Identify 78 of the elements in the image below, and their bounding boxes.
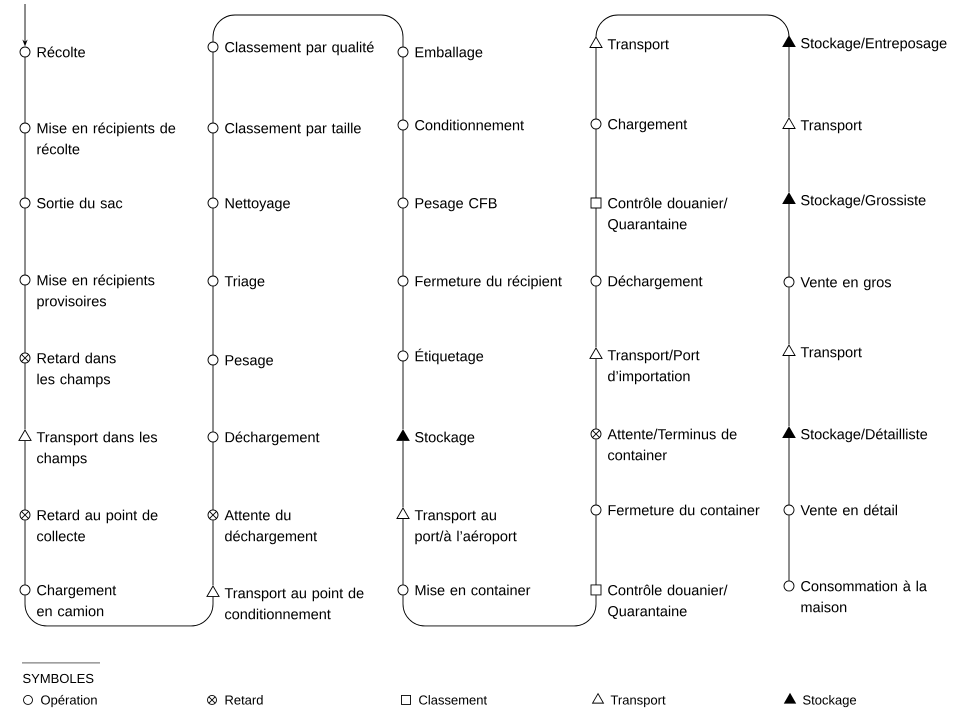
step-label: Pesage CFB: [416, 198, 497, 212]
flow-line: [788, 204, 790, 277]
step-label: Retard dans les champs: [37, 352, 116, 388]
flow-line: [402, 594, 596, 626]
flow-line: [24, 208, 26, 275]
step-label: Contrôle douanier/ Quarantaine: [608, 198, 728, 232]
step-label: Stockage: [415, 432, 474, 446]
step-label: Fermeture du récipient: [416, 276, 562, 290]
flow-line: [24, 56, 26, 123]
step-label: Transport: [800, 347, 862, 360]
step-label: Attente/Terminus de container: [607, 428, 737, 460]
step-label: Vente en gros: [800, 277, 891, 290]
step-label: Stockage/Détailliste: [801, 428, 928, 442]
flow-line: [212, 365, 214, 432]
flow-line: [212, 520, 214, 586]
step-label: Chargement en camion: [37, 584, 116, 616]
step-label: Triage: [224, 276, 264, 290]
flow-line: [788, 287, 790, 345]
step-label: Mise en récipients provisoires: [37, 274, 154, 310]
step-label: Récolte: [38, 46, 85, 58]
step-label: Déchargement: [226, 432, 320, 446]
step-label: Classement par qualité: [225, 42, 374, 56]
step-label: Retard au point de collecte: [37, 510, 158, 542]
flow-line: [402, 518, 404, 585]
legend-label: Retard: [226, 695, 263, 705]
flow-line: [402, 286, 404, 351]
step-label: Emballage: [416, 46, 482, 60]
flow-line: [24, 285, 26, 353]
step-label: Sortie du sac: [37, 198, 122, 208]
step-label: Transport/Port d’importation: [608, 350, 700, 384]
legend-heading: SYMBOLES: [23, 674, 94, 684]
step-label: Attente du déchargement: [224, 510, 318, 544]
flow-line: [24, 440, 26, 510]
legend-label: Transport: [610, 696, 666, 708]
flow-line: [212, 208, 214, 276]
step-label: Nettoyage: [226, 198, 290, 212]
step-label: Chargement: [608, 118, 688, 132]
flow-line: [212, 133, 214, 198]
flow-line: [212, 286, 214, 355]
flow-line: [788, 46, 790, 118]
flow-line: [24, 520, 26, 585]
step-label: Étiquetage: [416, 348, 484, 364]
flow-line: [212, 52, 214, 123]
flow-line: [788, 356, 790, 427]
step-label: Stockage/Grossiste: [801, 194, 926, 208]
step-label: Déchargement: [608, 276, 702, 290]
flow-line: [24, 594, 214, 626]
flow-line: [402, 208, 404, 276]
flow-line: [402, 130, 404, 198]
flow-line: [788, 514, 790, 581]
step-label: Fermeture du container: [608, 504, 760, 516]
step-label: Classement par taille: [225, 122, 361, 136]
step-label: Contrôle douanier/ Quarantaine: [608, 584, 728, 619]
legend-label: Opération: [41, 694, 97, 708]
flow-line: [788, 128, 790, 193]
flow-line: [24, 133, 26, 198]
step-label: Transport au point de conditionnement: [224, 588, 364, 620]
flow-line: [212, 442, 214, 510]
legend-label: Stockage: [803, 695, 856, 708]
step-label: Transport dans les champs: [36, 432, 158, 466]
flow-line: [788, 438, 790, 505]
legend-label: Classement: [419, 695, 487, 705]
step-label: Transport: [800, 120, 862, 134]
step-label: Transport au port/à l’aéroport: [414, 510, 517, 544]
flow-line: [402, 440, 404, 508]
flow-line: [596, 14, 790, 38]
step-label: Vente en détail: [800, 504, 898, 516]
flow-line: [24, 363, 26, 430]
step-label: Pesage: [226, 355, 273, 368]
flow-line: [402, 56, 404, 120]
step-label: Consommation à la maison: [801, 580, 927, 612]
step-label: Conditionnement: [415, 120, 524, 130]
flow-line: [402, 361, 404, 430]
step-label: Stockage/Entreposage: [801, 38, 946, 52]
step-label: Mise en récipients de récolte: [37, 122, 176, 154]
flow-line: [212, 14, 404, 47]
step-label: Transport: [608, 39, 669, 52]
step-label: Mise en container: [416, 584, 530, 596]
